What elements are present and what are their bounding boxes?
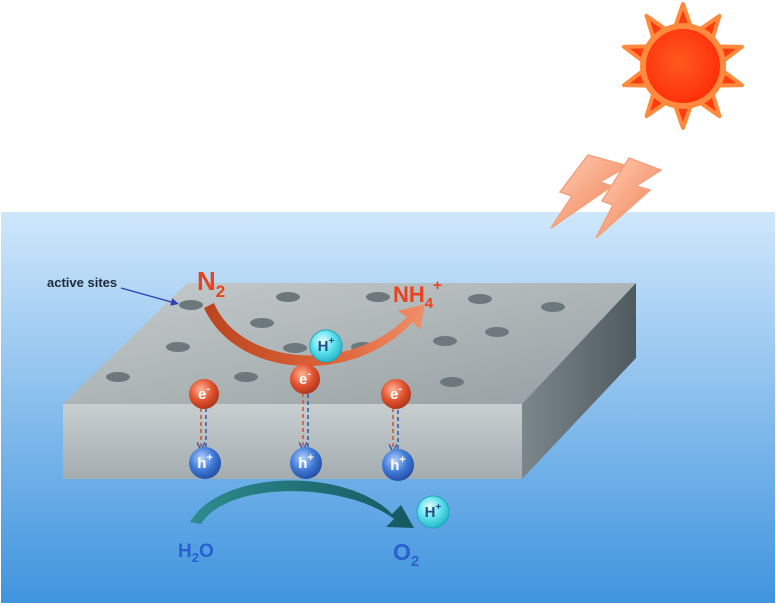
active-sites-pointer xyxy=(120,287,179,306)
active-site-pit xyxy=(485,327,509,337)
sun-icon xyxy=(622,2,744,130)
active-site-pit xyxy=(234,372,258,382)
active-site-pit xyxy=(440,377,464,387)
active-site-pit xyxy=(179,300,203,310)
svg-text:e-: e- xyxy=(299,368,311,388)
charge-separation-links xyxy=(201,393,399,449)
electron-particle: e- xyxy=(381,379,411,409)
o2-label: O2 xyxy=(393,539,419,570)
active-site-pits xyxy=(106,292,565,387)
h2o-label: H2O xyxy=(178,541,214,565)
svg-text:H+: H+ xyxy=(318,336,335,355)
svg-text:h+: h+ xyxy=(197,452,213,472)
svg-text:h+: h+ xyxy=(390,454,406,474)
active-site-pit xyxy=(283,343,307,353)
active-site-pit xyxy=(276,292,300,302)
electron-particle: e- xyxy=(290,364,320,394)
svg-text:e-: e- xyxy=(390,383,402,403)
nh4-label: NH4+ xyxy=(393,277,442,312)
active-site-pit xyxy=(366,292,390,302)
active-site-pit xyxy=(106,372,130,382)
hole-particle: h+ xyxy=(382,449,414,481)
n2-label: N2 xyxy=(197,266,225,301)
active-site-pit xyxy=(468,294,492,304)
hole-particle: h+ xyxy=(290,447,322,479)
active-site-pit xyxy=(166,342,190,352)
svg-text:e-: e- xyxy=(198,383,210,403)
catalyst-slab xyxy=(63,283,636,479)
active-site-pit xyxy=(250,318,274,328)
active-site-pit xyxy=(433,336,457,346)
proton-particle: H+ xyxy=(309,329,343,363)
lightning-bolt-icon xyxy=(550,154,663,239)
svg-text:h+: h+ xyxy=(298,452,314,472)
hole-particle: h+ xyxy=(189,447,221,479)
active-sites-label: active sites xyxy=(47,275,117,290)
proton-particle: H+ xyxy=(416,495,450,529)
reduction-arrow xyxy=(204,303,425,366)
electron-particle: e- xyxy=(189,379,219,409)
svg-text:H+: H+ xyxy=(425,502,442,521)
slab-right-face xyxy=(522,283,636,479)
oxidation-arrow xyxy=(190,480,414,528)
slab-top-face xyxy=(63,283,636,404)
active-site-pit xyxy=(541,302,565,312)
